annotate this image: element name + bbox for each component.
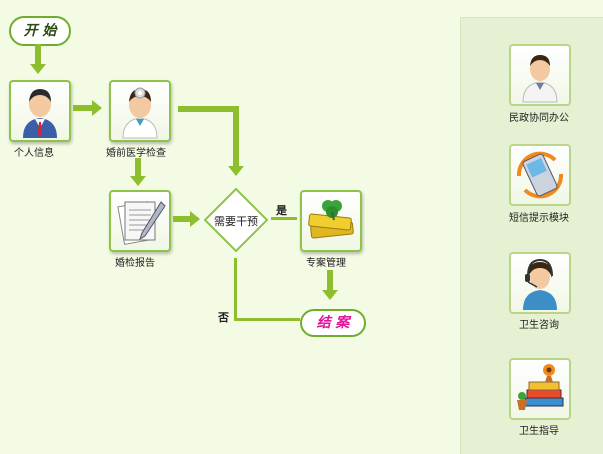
exam-report-label: 婚检报告 [115,258,155,269]
report-to-decision-connector [173,216,191,222]
decision-no-connector-h [234,318,300,321]
personal-to-exam-connector [73,105,93,111]
personal-to-exam-arrow [92,100,102,116]
decision-diamond-shape [203,187,269,253]
report-to-decision-arrow [190,211,200,227]
health-consult-node[interactable] [509,252,571,314]
personal-info-label: 个人信息 [14,148,54,159]
exam-to-decision-connector-v [233,106,239,168]
start-node: 开 始 [9,16,71,46]
doctor-icon [122,87,158,139]
case-management-label: 专案管理 [306,258,346,269]
headset-operator-icon [523,258,557,310]
intervention-decision[interactable]: 需要干预 [203,187,269,253]
civil-affairs-label: 民政协同办公 [509,113,569,124]
exam-to-decision-connector-h [178,106,238,112]
yes-label: 是 [276,204,287,217]
books-clover-icon [308,200,354,239]
sms-module-node[interactable] [509,144,571,206]
intervention-label: 需要干预 [214,215,258,228]
decision-no-connector-v [234,258,237,321]
civil-affairs-node[interactable] [509,44,571,106]
health-guidance-node[interactable] [509,358,571,420]
case-to-end-connector [327,270,333,292]
case-to-end-arrow [322,290,338,300]
start-label: 开 始 [23,23,57,39]
no-label: 否 [218,311,229,324]
books-plant-icon [517,364,564,410]
mobile-phone-icon [516,151,564,199]
exam-to-report-connector [135,158,141,178]
sms-module-label: 短信提示模块 [509,213,569,224]
personal-info-node[interactable] [9,80,71,142]
exam-to-report-arrow [130,176,146,186]
case-management-node[interactable] [300,190,362,252]
document-pen-icon [117,201,166,245]
exam-to-decision-arrow [228,166,244,176]
premarital-exam-node[interactable] [109,80,171,142]
health-guidance-label: 卫生指导 [519,426,559,437]
decision-yes-connector [271,217,297,220]
side-panel: 民政协同办公 短信提示模块 卫生咨询 [460,17,603,454]
start-connector [35,44,41,66]
end-node: 结 案 [300,309,366,337]
exam-report-node[interactable] [109,190,171,252]
user-icon [23,89,57,138]
premarital-exam-label: 婚前医学检查 [106,148,166,159]
start-arrow [30,64,46,74]
doctor-male-icon [522,55,558,103]
health-consult-label: 卫生咨询 [519,320,559,331]
end-label: 结 案 [316,315,350,331]
